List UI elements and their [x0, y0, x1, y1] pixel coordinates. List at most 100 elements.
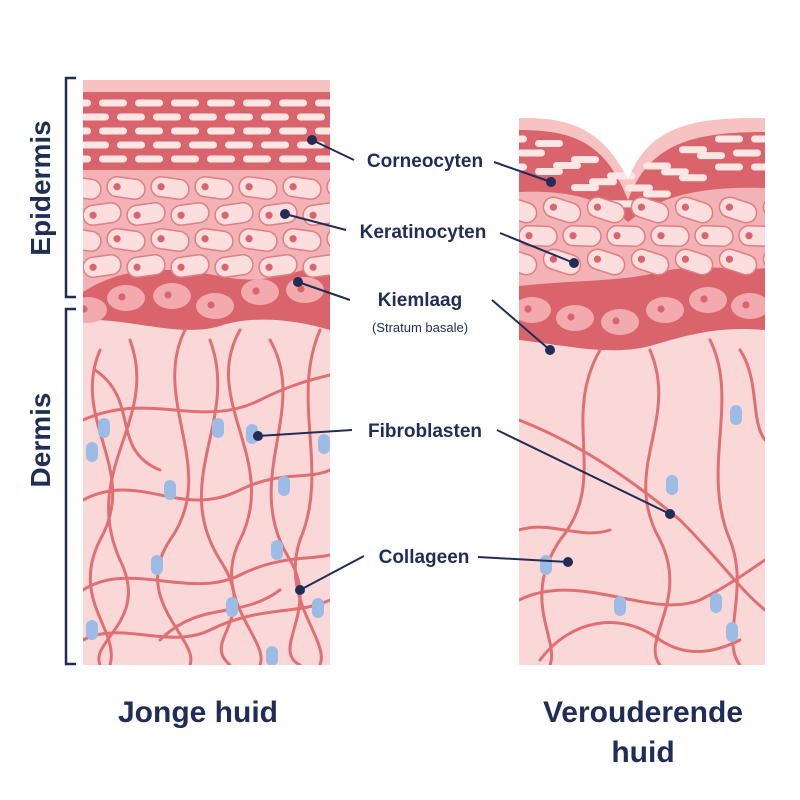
- basal-nucleus: [612, 317, 620, 325]
- corneocyte-flake: [83, 155, 91, 163]
- cell-nucleus: [177, 263, 185, 271]
- cell-nucleus: [657, 232, 665, 240]
- dermis-bracket: [64, 307, 76, 666]
- collagen-fiber: [83, 468, 330, 502]
- cell-nucleus: [725, 203, 734, 211]
- fibroblast: [730, 405, 742, 425]
- cell-nucleus: [245, 235, 253, 243]
- cell-body: [519, 196, 538, 224]
- cell-body: [282, 175, 322, 201]
- basal-cell: [519, 297, 551, 323]
- basal-cell: [556, 305, 594, 331]
- keratinocyte-cell: [194, 175, 234, 201]
- cell-body: [519, 248, 538, 276]
- keratinocyte-cell: [630, 196, 670, 224]
- corneocyte-flake: [315, 127, 330, 135]
- keratinocyte-cell: [542, 248, 582, 276]
- keratinocyte-cell: [606, 224, 646, 248]
- leader-collageen-right: [477, 556, 569, 563]
- fibroblast: [278, 476, 290, 496]
- cell-nucleus: [245, 183, 253, 191]
- basal-cell: [153, 283, 191, 309]
- cell-nucleus: [177, 211, 185, 219]
- cell-nucleus: [113, 183, 121, 191]
- collagen-fiber: [644, 348, 672, 665]
- corneocyte-flake: [643, 162, 671, 170]
- cell-body: [542, 196, 582, 224]
- cell-nucleus: [157, 235, 165, 243]
- fibroblast: [212, 418, 224, 438]
- corneocyte-flake: [279, 99, 307, 107]
- cell-body: [106, 227, 146, 253]
- basal-nucleus: [207, 301, 215, 309]
- corneocyte-flake: [83, 113, 109, 121]
- cell-nucleus: [637, 255, 646, 263]
- corneocyte-flake: [643, 190, 671, 198]
- cell-nucleus: [221, 211, 229, 219]
- basal-cell: [689, 287, 727, 313]
- keratinocyte-cell: [126, 201, 166, 227]
- cell-nucleus: [745, 232, 753, 240]
- corneocyte-flake: [751, 163, 765, 171]
- keratinocyte-cell: [302, 253, 330, 279]
- collagen-fiber: [88, 348, 115, 665]
- cell-nucleus: [769, 255, 778, 264]
- corneocyte-flake: [99, 155, 127, 163]
- corneocyte-flake: [207, 127, 235, 135]
- keratinocyte-cell: [718, 196, 758, 224]
- label-keratinocyten: Keratinocyten: [360, 222, 487, 243]
- aging-skin-column: [519, 118, 778, 665]
- collagen-fiber: [199, 338, 236, 665]
- cell-body: [630, 248, 670, 276]
- collagen-fiber: [97, 338, 139, 665]
- cell-nucleus: [133, 263, 141, 271]
- keratinocyte-cell: [738, 224, 765, 248]
- keratinocyte-cell: [106, 227, 146, 253]
- basal-nucleus: [742, 301, 750, 309]
- corneocyte-flake: [715, 135, 743, 143]
- fibroblast: [271, 540, 283, 560]
- keratinocyte-cell: [282, 227, 322, 253]
- corneocyte-flake: [679, 174, 707, 182]
- keratinocyte-cell: [83, 253, 122, 279]
- collagen-fiber: [540, 348, 602, 665]
- fibroblast: [98, 418, 110, 438]
- corneocyte-flake: [135, 155, 163, 163]
- corneocyte-flake: [171, 127, 199, 135]
- cell-nucleus: [157, 183, 165, 191]
- cell-nucleus: [133, 211, 141, 219]
- corneocyte-flake: [207, 155, 235, 163]
- caption-aging-skin-line1: Verouderende: [543, 696, 743, 729]
- basal-cell: [107, 285, 145, 311]
- keratinocyte-cell: [542, 196, 582, 224]
- fibroblast: [614, 596, 626, 616]
- cell-body: [674, 248, 714, 276]
- leader-corneocyten-left: [311, 139, 355, 161]
- keratinocyte-cell: [194, 227, 234, 253]
- corneocyte-flake: [189, 113, 217, 121]
- fibroblast: [151, 555, 163, 575]
- collagen-fiber: [227, 328, 263, 665]
- keratinocyte-cell: [83, 227, 102, 253]
- collagen-fiber: [158, 588, 282, 642]
- keratinocyte-cell: [258, 201, 298, 227]
- corneocyte-flake: [553, 162, 581, 170]
- corneocyte-flake: [315, 155, 330, 163]
- cell-nucleus: [593, 203, 602, 211]
- basal-nucleus: [118, 293, 126, 301]
- cell-body: [258, 253, 298, 279]
- corneocyte-flake: [733, 149, 761, 157]
- cell-nucleus: [201, 183, 209, 191]
- keratinocyte-cell: [519, 224, 558, 248]
- cell-nucleus: [593, 255, 602, 263]
- cell-nucleus: [681, 255, 690, 263]
- cell-body: [126, 201, 166, 227]
- cell-body: [83, 201, 122, 227]
- corneocyte-flake: [519, 163, 527, 171]
- basal-nucleus: [657, 305, 665, 313]
- cell-nucleus: [69, 183, 77, 191]
- caption-young-skin: Jonge huid: [118, 696, 278, 729]
- keratinocyte-cell: [674, 248, 714, 276]
- corneocyte-flake: [117, 141, 145, 149]
